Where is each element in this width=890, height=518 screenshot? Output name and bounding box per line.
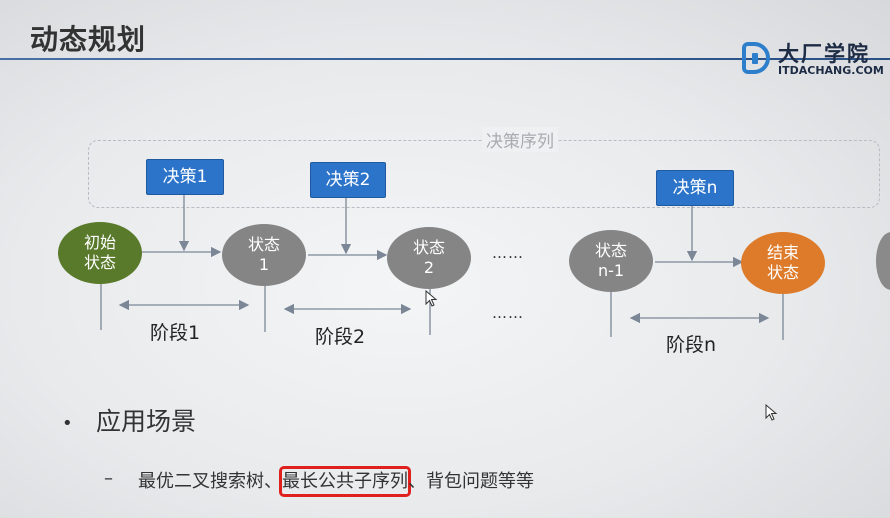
bullet-dot-icon: •: [62, 413, 73, 434]
logo-chinese-text: 大厂学院: [778, 42, 870, 66]
decision-1-box: 决策1: [146, 159, 224, 195]
state-start-line1: 初始: [83, 233, 116, 252]
sub-item-1: 最优二叉搜索树、: [138, 471, 282, 492]
state-end-node: 结束状态: [741, 232, 825, 294]
state-n-1-line2: n-1: [597, 261, 625, 280]
title-rule: [0, 58, 890, 60]
state-start-node: 初始状态: [58, 222, 142, 284]
ellipsis-stages: ……: [492, 304, 524, 322]
sub-item-text: 最优二叉搜索树、最长公共子序列、背包问题等等: [138, 466, 534, 497]
mouse-cursor-icon: [425, 290, 438, 307]
decision-2-box: 决策2: [310, 162, 386, 198]
sub-item-dash: –: [104, 468, 113, 489]
slide-title: 动态规划: [30, 23, 147, 56]
state-1-line1: 状态: [247, 235, 280, 254]
sub-item-3: 、背包问题等等: [408, 471, 534, 492]
stage-1-label: 阶段1: [150, 322, 201, 344]
stage-n-label: 阶段n: [666, 334, 717, 356]
state-2-line1: 状态: [412, 238, 445, 257]
state-end-line2: 状态: [766, 263, 799, 282]
logo-english-text: ITDACHANG.COM: [778, 64, 884, 77]
state-n-1-line1: 状态: [594, 241, 627, 260]
partial-node-edge: [876, 232, 890, 290]
ellipsis-states: ……: [492, 244, 524, 262]
decision-sequence-label: 决策序列: [482, 127, 558, 152]
bullet-heading: 应用场景: [96, 407, 197, 436]
stage-2-label: 阶段2: [315, 326, 366, 348]
state-1-line2: 1: [258, 255, 270, 274]
highlighted-sub-item: 最长公共子序列: [279, 466, 411, 497]
mouse-cursor-icon-2: [765, 404, 778, 421]
state-start-line2: 状态: [83, 253, 116, 272]
logo-d-icon: [742, 42, 770, 74]
decision-n-box: 决策n: [656, 170, 734, 206]
state-2-line2: 2: [423, 258, 435, 277]
state-end-line1: 结束: [766, 243, 799, 262]
